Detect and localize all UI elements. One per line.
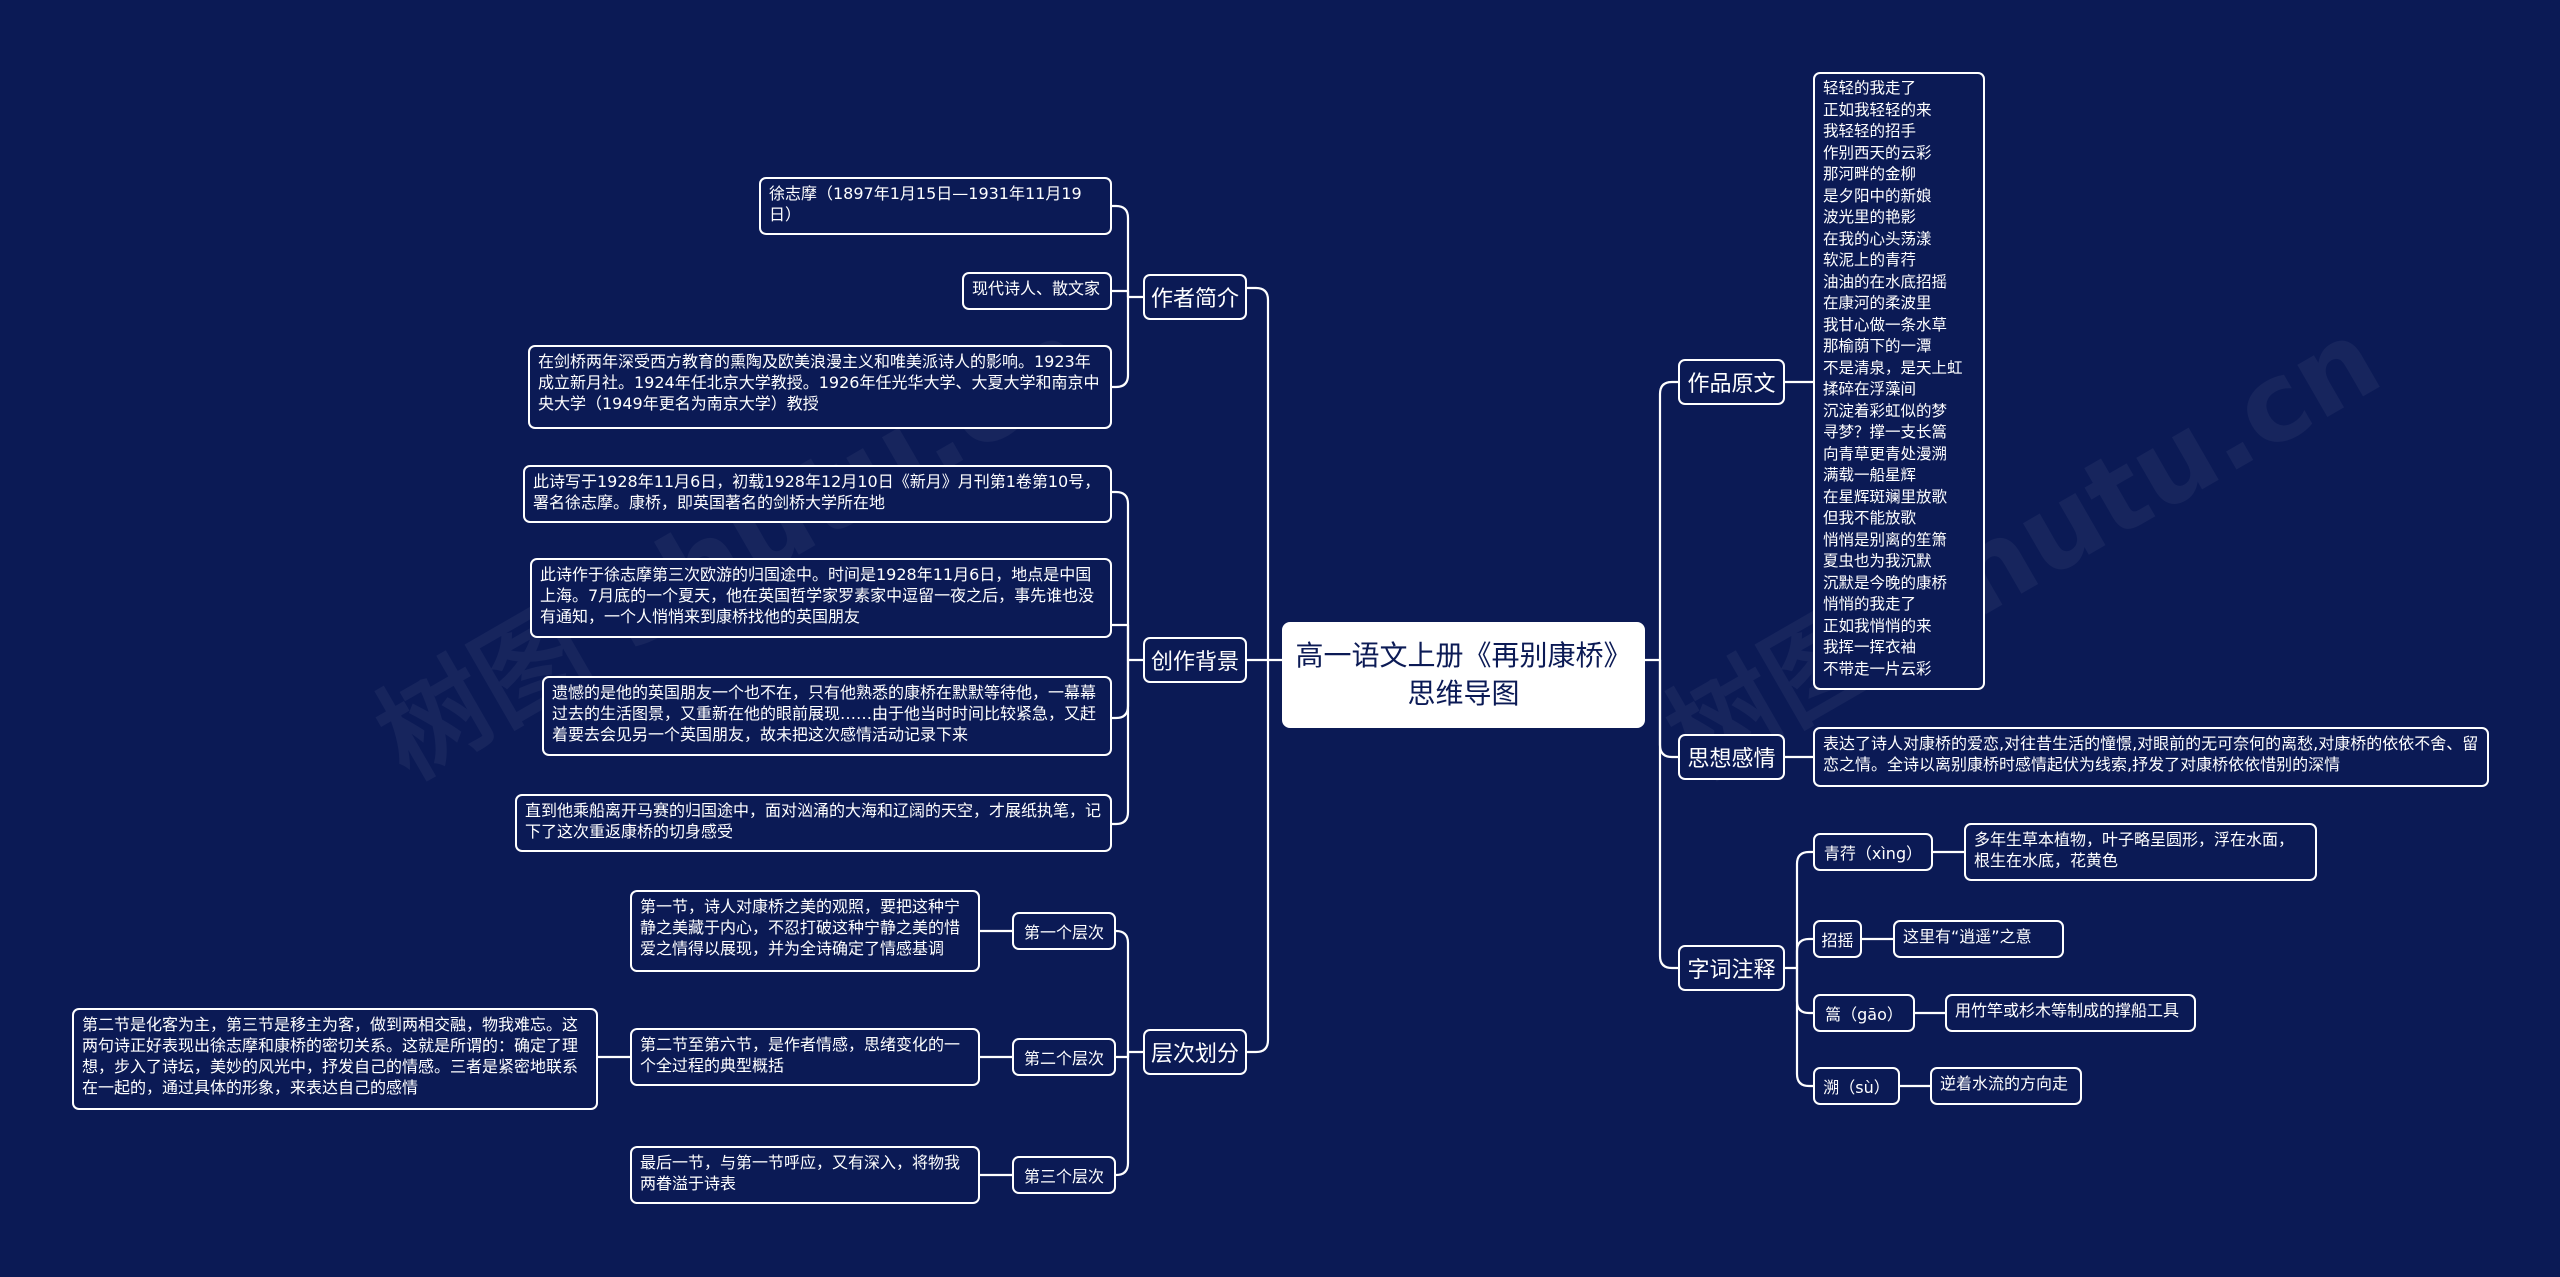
emotion-text[interactable]: 表达了诗人对康桥的爱恋,对往昔生活的憧憬,对眼前的无可奈何的离愁,对康桥的依依不… (1813, 727, 2489, 787)
background-item[interactable]: 直到他乘船离开马赛的归国途中，面对汹涌的大海和辽阔的天空，才展纸执笔，记下了这次… (515, 794, 1112, 852)
root-title: 高一语文上册《再别康桥》思维导图 (1295, 639, 1632, 710)
branch-author[interactable]: 作者简介 (1143, 274, 1247, 320)
level-3-text[interactable]: 最后一节，与第一节呼应，又有深入，将物我两眷溢于诗表 (630, 1146, 980, 1204)
branch-levels[interactable]: 层次划分 (1143, 1029, 1247, 1075)
level-1-label[interactable]: 第一个层次 (1012, 912, 1116, 950)
level-1-text[interactable]: 第一节，诗人对康桥之美的观照，要把这种宁静之美藏于内心，不忍打破这种宁静之美的惜… (630, 890, 980, 972)
level-2-text[interactable]: 第二节至第六节，是作者情感，思绪变化的一个全过程的典型概括 (630, 1028, 980, 1086)
level-2-note[interactable]: 第二节是化客为主，第三节是移主为客，做到两相交融，物我难忘。这两句诗正好表现出徐… (72, 1008, 598, 1110)
background-item[interactable]: 遗憾的是他的英国朋友一个也不在，只有他熟悉的康桥在默默等待他，一幕幕过去的生活图… (542, 676, 1112, 756)
branch-background-label: 创作背景 (1150, 650, 1239, 675)
glossary-def[interactable]: 逆着水流的方向走 (1930, 1067, 2082, 1105)
branch-emotion-label: 思想感情 (1687, 747, 1776, 772)
glossary-term[interactable]: 篙（gāo） (1813, 994, 1915, 1032)
glossary-term[interactable]: 溯（sù） (1813, 1067, 1900, 1105)
glossary-def[interactable]: 用竹竿或杉木等制成的撑船工具 (1945, 994, 2196, 1032)
author-item[interactable]: 现代诗人、散文家 (962, 272, 1112, 310)
branch-author-label: 作者简介 (1150, 287, 1239, 312)
branch-original-label: 作品原文 (1687, 372, 1776, 397)
background-item[interactable]: 此诗写于1928年11月6日，初载1928年12月10日《新月》月刊第1卷第10… (523, 465, 1112, 523)
branch-levels-label: 层次划分 (1150, 1042, 1239, 1067)
glossary-def[interactable]: 多年生草本植物，叶子略呈圆形，浮在水面，根生在水底，花黄色 (1964, 823, 2317, 881)
root-node[interactable]: 高一语文上册《再别康桥》思维导图 (1282, 622, 1645, 728)
background-item[interactable]: 此诗作于徐志摩第三次欧游的归国途中。时间是1928年11月6日，地点是中国上海。… (530, 558, 1112, 638)
branch-background[interactable]: 创作背景 (1143, 637, 1247, 683)
author-item[interactable]: 徐志摩（1897年1月15日—1931年11月19日） (759, 177, 1112, 235)
glossary-def[interactable]: 这里有“逍遥”之意 (1893, 920, 2064, 958)
level-3-label[interactable]: 第三个层次 (1012, 1156, 1116, 1194)
branch-original[interactable]: 作品原文 (1678, 359, 1785, 405)
glossary-term[interactable]: 招摇 (1813, 920, 1862, 958)
glossary-term[interactable]: 青荇（xìng） (1813, 833, 1933, 871)
branch-glossary-label: 字词注释 (1687, 958, 1776, 983)
author-item[interactable]: 在剑桥两年深受西方教育的熏陶及欧美浪漫主义和唯美派诗人的影响。1923年成立新月… (528, 345, 1112, 429)
poem-text[interactable]: 轻轻的我走了 正如我轻轻的来 我轻轻的招手 作别西天的云彩 那河畔的金柳 是夕阳… (1813, 72, 1985, 690)
level-2-label[interactable]: 第二个层次 (1012, 1038, 1116, 1076)
branch-glossary[interactable]: 字词注释 (1678, 945, 1785, 991)
branch-emotion[interactable]: 思想感情 (1678, 734, 1785, 780)
